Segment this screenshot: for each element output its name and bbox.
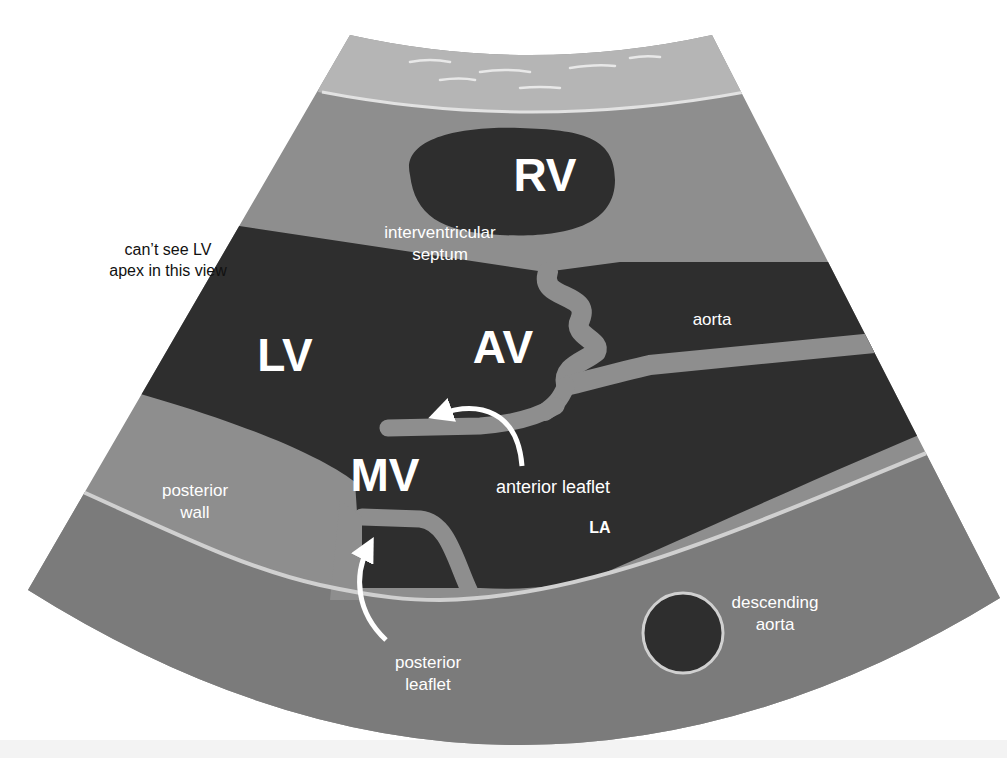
valve-label: AV [448,322,558,373]
structure-label: aorta [667,309,757,331]
pointer-arrow [360,548,386,640]
posterior-leaflet [362,517,470,592]
pericardium-line [0,420,1007,600]
skin-layer [318,20,745,112]
chamber-label: LV [230,330,340,381]
pointer-arrow [440,409,522,466]
note-text: can’t see LV apex in this view [106,240,231,282]
aortic-root [547,272,597,385]
rv-chamber [409,128,615,236]
chamber-label: RV [475,150,615,201]
structure-label: anterior leaflet [468,476,638,499]
skin-streaks [410,56,660,88]
descending-aorta-circle [643,593,723,673]
structure-label: interventricular septum [365,222,515,266]
aortic-wall [566,330,1007,386]
chamber-label: LA [570,518,630,539]
structure-label: posterior leaflet [373,652,483,696]
valve-label: MV [330,450,440,501]
structure-label: descending aorta [720,592,830,636]
structure-label: posterior wall [148,480,243,524]
heart-chambers [0,190,1007,589]
